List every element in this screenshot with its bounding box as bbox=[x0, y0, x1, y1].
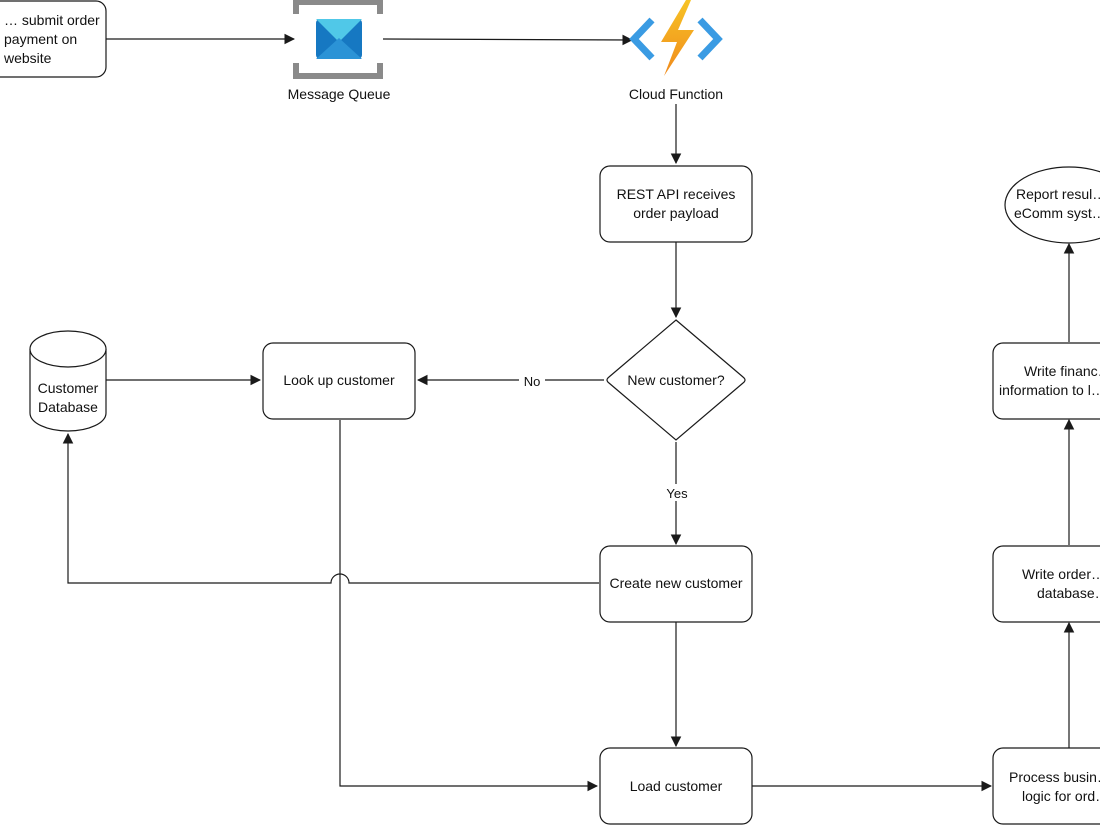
submit-order-line-1: … submit order bbox=[4, 12, 100, 28]
node-submit-order: … submit order payment on website bbox=[0, 0, 107, 78]
edge-label-no: No bbox=[524, 374, 541, 389]
rest-api-line-2: order payload bbox=[633, 205, 719, 221]
edge-label-no-background bbox=[519, 372, 545, 389]
process-business-line-2: logic for ord… bbox=[1022, 788, 1100, 804]
write-order-line-2: database… bbox=[1037, 585, 1100, 601]
message-queue-label: Message Queue bbox=[288, 86, 391, 102]
node-customer-database: Customer Database bbox=[29, 330, 107, 432]
node-create-new-customer: Create new customer bbox=[599, 545, 753, 623]
edge-create-to-database bbox=[62, 432, 599, 584]
cloud-function-icon bbox=[629, 0, 723, 76]
create-new-customer-label: Create new customer bbox=[609, 575, 742, 591]
node-write-order: Write order… database… bbox=[992, 545, 1100, 623]
node-lookup-customer: Look up customer bbox=[262, 342, 416, 420]
customer-database-line-2: Database bbox=[38, 399, 98, 415]
edge-label-yes: Yes bbox=[666, 486, 688, 501]
edge-queue-to-function bbox=[382, 34, 634, 46]
cloud-function-label: Cloud Function bbox=[629, 86, 723, 102]
message-queue-icon bbox=[293, 0, 383, 79]
node-write-financial: Write financ… information to l… bbox=[992, 342, 1100, 420]
submit-order-line-3: website bbox=[3, 50, 52, 66]
write-financial-line-1: Write financ… bbox=[1024, 363, 1100, 379]
node-process-business: Process busin… logic for ord… bbox=[992, 747, 1100, 825]
node-report-results: Report resul… eComm syst… bbox=[1004, 166, 1100, 244]
node-load-customer: Load customer bbox=[599, 747, 753, 825]
node-rest-api: REST API receives order payload bbox=[599, 165, 753, 243]
process-business-line-1: Process busin… bbox=[1009, 769, 1100, 785]
load-customer-label: Load customer bbox=[630, 778, 723, 794]
write-order-line-1: Write order… bbox=[1022, 566, 1100, 582]
edge-label-yes-background bbox=[662, 484, 692, 501]
edge-lookup-to-load bbox=[339, 420, 599, 792]
rest-api-line-1: REST API receives bbox=[617, 186, 736, 202]
node-new-customer-decision: New customer? bbox=[606, 319, 746, 441]
new-customer-decision-label: New customer? bbox=[627, 372, 724, 388]
report-results-line-1: Report resul… bbox=[1016, 186, 1100, 202]
customer-database-line-1: Customer bbox=[38, 380, 99, 396]
write-financial-line-2: information to l… bbox=[999, 382, 1100, 398]
lookup-customer-label: Look up customer bbox=[283, 372, 395, 388]
submit-order-line-2: payment on bbox=[4, 31, 77, 47]
report-results-line-2: eComm syst… bbox=[1014, 205, 1100, 221]
